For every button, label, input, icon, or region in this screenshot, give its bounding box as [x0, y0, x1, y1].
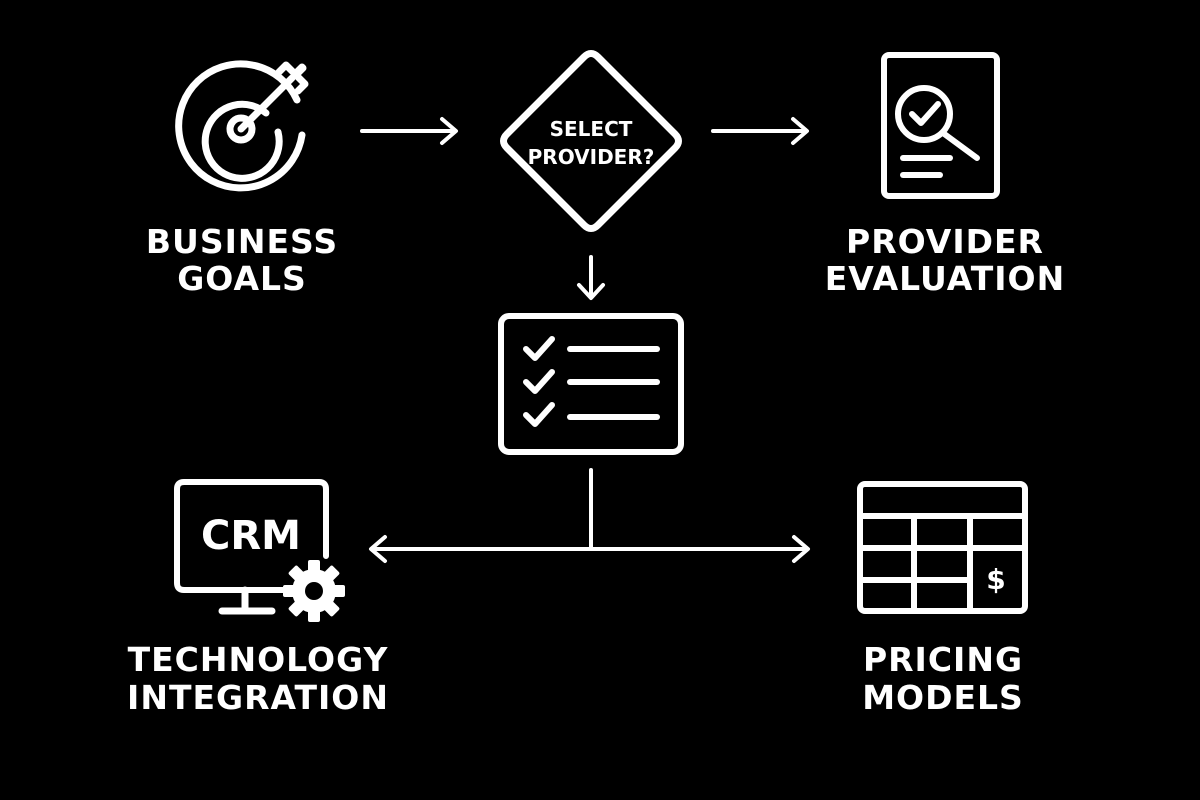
split-connector	[369, 468, 810, 563]
document-magnifier-check-icon	[881, 52, 1000, 199]
monitor-crm-gear-icon: CRM	[174, 479, 345, 622]
gear-icon	[283, 560, 345, 622]
pricing-models-label-line2: MODELS	[862, 678, 1024, 717]
decision-diamond: SELECT PROVIDER?	[500, 50, 682, 232]
technology-integration-label-line2: INTEGRATION	[127, 678, 389, 717]
arrow-decision-to-evaluation	[711, 117, 809, 145]
arrow-decision-to-checklist	[577, 255, 605, 300]
decision-label-line2: PROVIDER?	[528, 145, 655, 169]
checklist-icon	[498, 313, 684, 455]
dollar-icon-text: $	[986, 563, 1005, 596]
business-goals-label-line2: GOALS	[177, 259, 307, 298]
technology-integration-label-line1: TECHNOLOGY	[128, 640, 389, 679]
pricing-models-label-line1: PRICING	[863, 640, 1023, 679]
provider-evaluation-label-line1: PROVIDER	[846, 222, 1044, 261]
arrow-goals-to-decision	[360, 117, 458, 145]
decision-label-line1: SELECT	[550, 117, 633, 141]
crm-icon-text: CRM	[201, 513, 301, 559]
provider-evaluation-label-line2: EVALUATION	[825, 259, 1065, 298]
pricing-table-icon: $	[857, 481, 1028, 614]
business-goals-label-line1: BUSINESS	[146, 222, 338, 261]
target-arrow-icon	[175, 60, 309, 192]
